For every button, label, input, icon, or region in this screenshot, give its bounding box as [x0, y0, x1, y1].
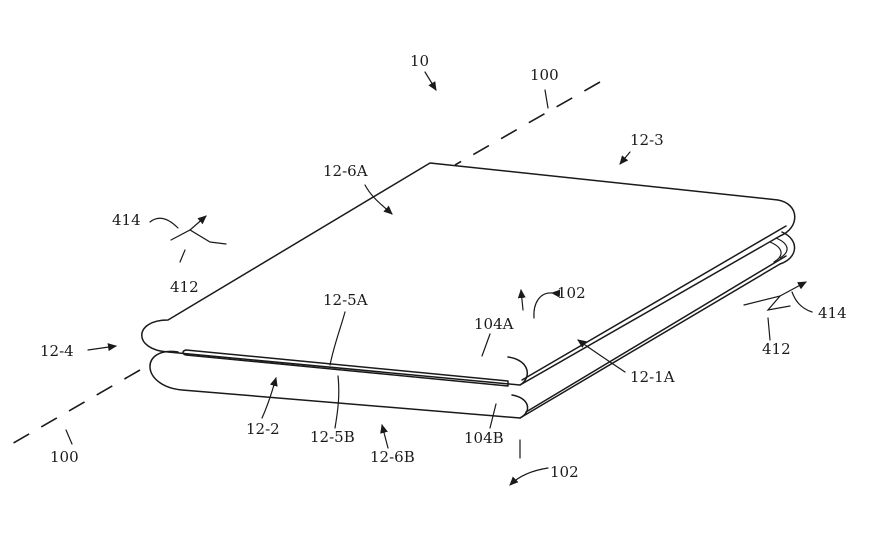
- leader-edge-104a: [481, 333, 491, 357]
- lower-housing-body: [149, 231, 796, 419]
- label-edge-1a: 12-1A: [630, 368, 675, 386]
- fold-axis-line-top: [454, 81, 601, 166]
- seam-slot: [182, 349, 509, 387]
- leader-edge-1a: [577, 339, 626, 373]
- label-102-bottom: 102: [550, 463, 579, 481]
- leader-axis-bottom: [65, 429, 73, 445]
- leader-edge-104b: [489, 403, 497, 429]
- label-412-left: 412: [170, 278, 199, 296]
- bend-arrow-right: [743, 294, 791, 311]
- leader-device-10: [424, 71, 437, 91]
- label-side-4: 12-4: [40, 342, 74, 360]
- label-device: 10: [410, 52, 429, 70]
- bend-arrow-left-head: [189, 215, 207, 231]
- label-412-right: 412: [762, 340, 791, 358]
- leader-414-right: [791, 291, 813, 313]
- lower-housing-side-edge: [525, 255, 787, 413]
- label-edge-104b: 104B: [464, 429, 504, 447]
- label-side-3: 12-3: [630, 131, 664, 149]
- bend-arrow-right-head: [779, 281, 807, 297]
- label-seam-5b: 12-5B: [310, 428, 355, 446]
- leader-face-6b: [380, 424, 389, 449]
- leader-side-2: [261, 377, 278, 419]
- leader-seam-5b: [334, 375, 340, 429]
- label-102-top: 102: [557, 284, 586, 302]
- label-seam-5a: 12-5A: [323, 291, 368, 309]
- label-side-2: 12-2: [246, 420, 280, 438]
- leader-side-4: [87, 343, 117, 352]
- fold-axis-line-bottom: [9, 369, 141, 446]
- leader-face-6a: [364, 184, 393, 215]
- label-axis-bottom: 100: [50, 448, 79, 466]
- leader-412-left: [179, 249, 186, 263]
- upper-housing-side-edge: [521, 225, 787, 381]
- rotate-arrow-102-top-head: [517, 289, 526, 311]
- upper-housing-body: [141, 162, 796, 386]
- label-face-6b: 12-6B: [370, 448, 415, 466]
- leader-seam-5a: [329, 311, 346, 366]
- hinge-ridge-lines: [769, 237, 788, 263]
- bend-arrow-left: [170, 229, 227, 245]
- lower-housing-front-edge: [511, 394, 529, 419]
- leader-side-3: [619, 151, 631, 165]
- label-axis-top: 100: [530, 66, 559, 84]
- leader-axis-top: [544, 89, 549, 109]
- upper-housing-front-curve: [507, 356, 529, 386]
- label-face-6a: 12-6A: [323, 162, 368, 180]
- label-edge-104a: 104A: [474, 315, 514, 333]
- rotate-arrow-102-top: [533, 289, 561, 319]
- leader-412-right: [767, 317, 771, 341]
- rotate-arrow-102-bottom: [509, 467, 549, 486]
- label-414-right: 414: [818, 304, 847, 322]
- leader-414-left: [149, 217, 179, 229]
- label-414-left: 414: [112, 211, 141, 229]
